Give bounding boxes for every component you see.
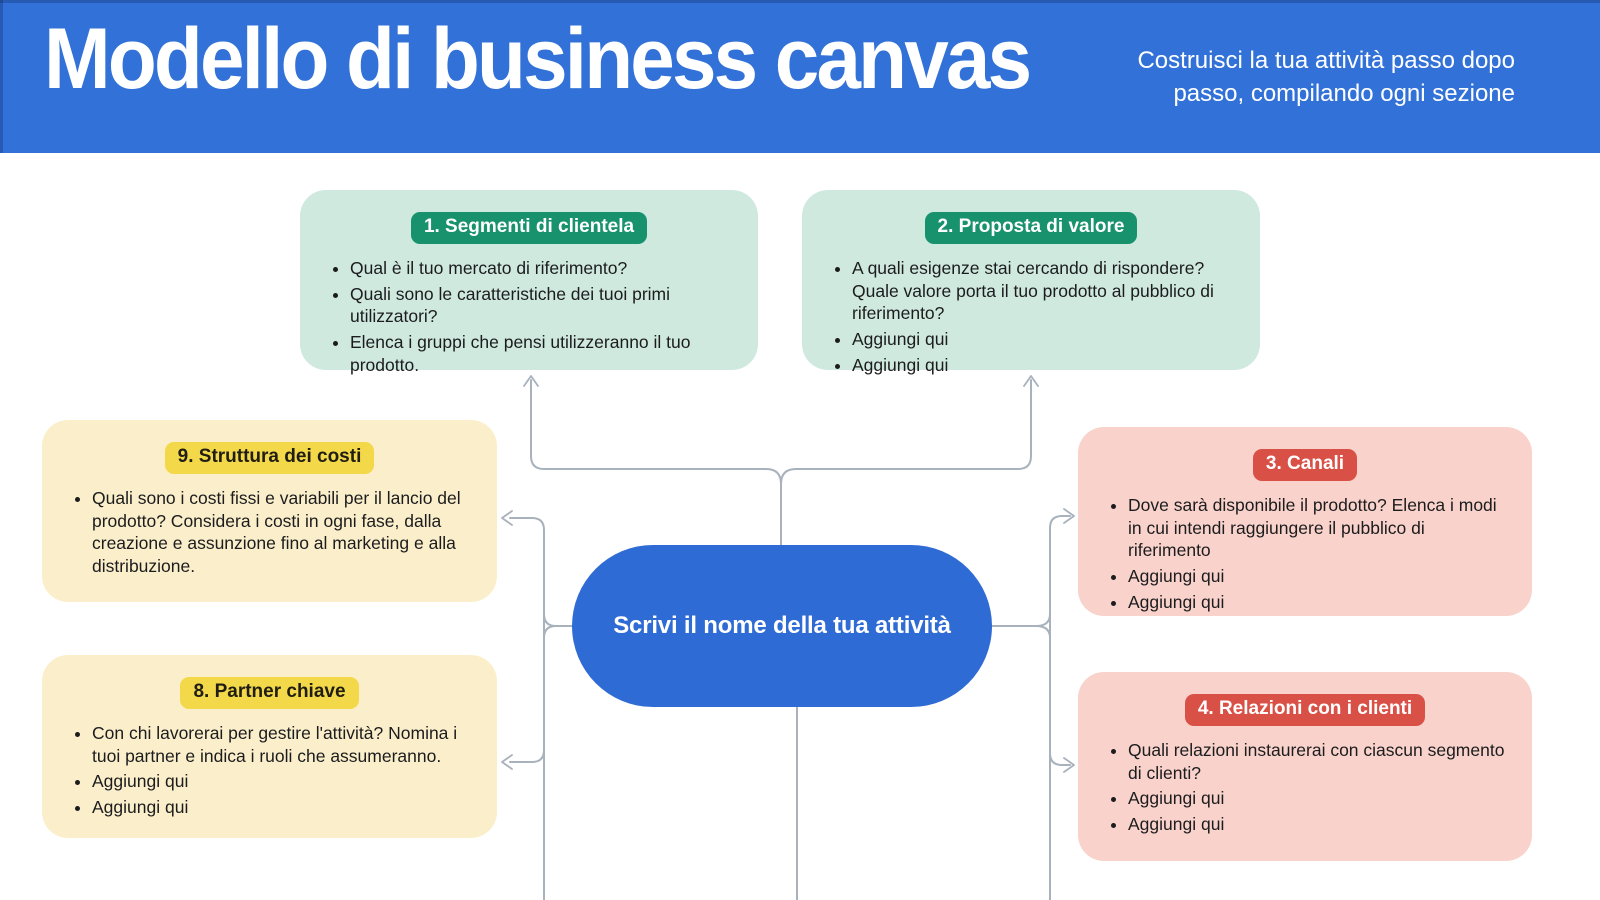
connector-right-flare-up — [991, 613, 1051, 627]
box-canali[interactable]: 3. Canali Dove sarà disponibile il prodo… — [1078, 427, 1532, 616]
bullet-item: Aggiungi qui — [852, 354, 1240, 377]
business-name-label: Scrivi il nome della tua attività — [613, 612, 951, 639]
bullet-item: Aggiungi qui — [1128, 591, 1512, 614]
bullet-list-costi: Quali sono i costi fissi e variabili per… — [92, 484, 477, 581]
connector-left-flare-up — [543, 613, 573, 627]
bullet-item: Quali relazioni instaurerai con ciascun … — [1128, 739, 1512, 785]
bullet-item: Aggiungi qui — [92, 796, 477, 819]
connector-left-trunk — [509, 517, 545, 900]
connector-right-lower-branch — [1049, 752, 1071, 766]
connector-right-flare-down — [991, 625, 1051, 639]
badge-partner[interactable]: 8. Partner chiave — [180, 677, 359, 709]
box-segmenti-di-clientela[interactable]: 1. Segmenti di clientela Qual è il tuo m… — [300, 190, 758, 375]
arrow-left-lower-icon — [501, 754, 513, 770]
badge-costi[interactable]: 9. Struttura dei costi — [164, 442, 375, 474]
bullet-item: A quali esigenze stai cercando di rispon… — [852, 257, 1240, 325]
connector-left-lower-branch — [509, 749, 545, 763]
box-partner-chiave[interactable]: 8. Partner chiave Con chi lavorerai per … — [42, 655, 497, 838]
connector-top-right — [780, 379, 1032, 546]
business-name-node[interactable]: Scrivi il nome della tua attività — [572, 545, 992, 707]
box-struttura-dei-costi[interactable]: 9. Struttura dei costi Quali sono i cost… — [42, 420, 497, 602]
connector-left-flare-down — [543, 625, 573, 639]
bullet-list-segmenti: Qual è il tuo mercato di riferimento? Qua… — [350, 254, 738, 380]
arrow-right-lower-icon — [1063, 757, 1075, 773]
bullet-list-partner: Con chi lavorerai per gestire l'attività… — [92, 719, 477, 822]
bullet-item: Con chi lavorerai per gestire l'attività… — [92, 722, 477, 768]
box-relazioni-con-i-clienti[interactable]: 4. Relazioni con i clienti Quali relazio… — [1078, 672, 1532, 861]
bullet-item: Dove sarà disponibile il prodotto? Elenc… — [1128, 494, 1512, 562]
bullet-list-proposta: A quali esigenze stai cercando di rispon… — [852, 254, 1240, 380]
page-subtitle: Costruisci la tua attività passo dopo pa… — [1137, 47, 1515, 107]
bullet-item: Aggiungi qui — [1128, 565, 1512, 588]
bullet-item: Aggiungi qui — [92, 770, 477, 793]
bullet-item: Quali sono i costi fissi e variabili per… — [92, 487, 477, 578]
connector-right-trunk — [1049, 515, 1071, 900]
header-banner: Modello di business canvas Costruisci la… — [0, 0, 1600, 153]
box-proposta-di-valore[interactable]: 2. Proposta di valore A quali esigenze s… — [802, 190, 1260, 375]
page-title: Modello di business canvas — [44, 11, 1032, 107]
bullet-list-relazioni: Quali relazioni instaurerai con ciascun … — [1128, 736, 1512, 839]
bullet-list-canali: Dove sarà disponibile il prodotto? Elenc… — [1128, 491, 1512, 617]
badge-relazioni[interactable]: 4. Relazioni con i clienti — [1184, 694, 1426, 726]
bullet-item: Aggiungi qui — [1128, 813, 1512, 836]
bullet-item: Qual è il tuo mercato di riferimento? — [350, 257, 738, 280]
arrow-right-upper-icon — [1063, 508, 1075, 524]
badge-canali[interactable]: 3. Canali — [1252, 449, 1358, 481]
badge-proposta[interactable]: 2. Proposta di valore — [924, 212, 1138, 244]
bullet-item: Aggiungi qui — [1128, 787, 1512, 810]
bullet-item: Quali sono le caratteristiche dei tuoi p… — [350, 283, 738, 329]
connector-top-left — [530, 379, 782, 546]
bullet-item: Aggiungi qui — [852, 328, 1240, 351]
arrow-left-upper-icon — [501, 510, 513, 526]
bullet-item: Elenca i gruppi che pensi utilizzeranno … — [350, 331, 738, 377]
badge-segmenti[interactable]: 1. Segmenti di clientela — [410, 212, 648, 244]
